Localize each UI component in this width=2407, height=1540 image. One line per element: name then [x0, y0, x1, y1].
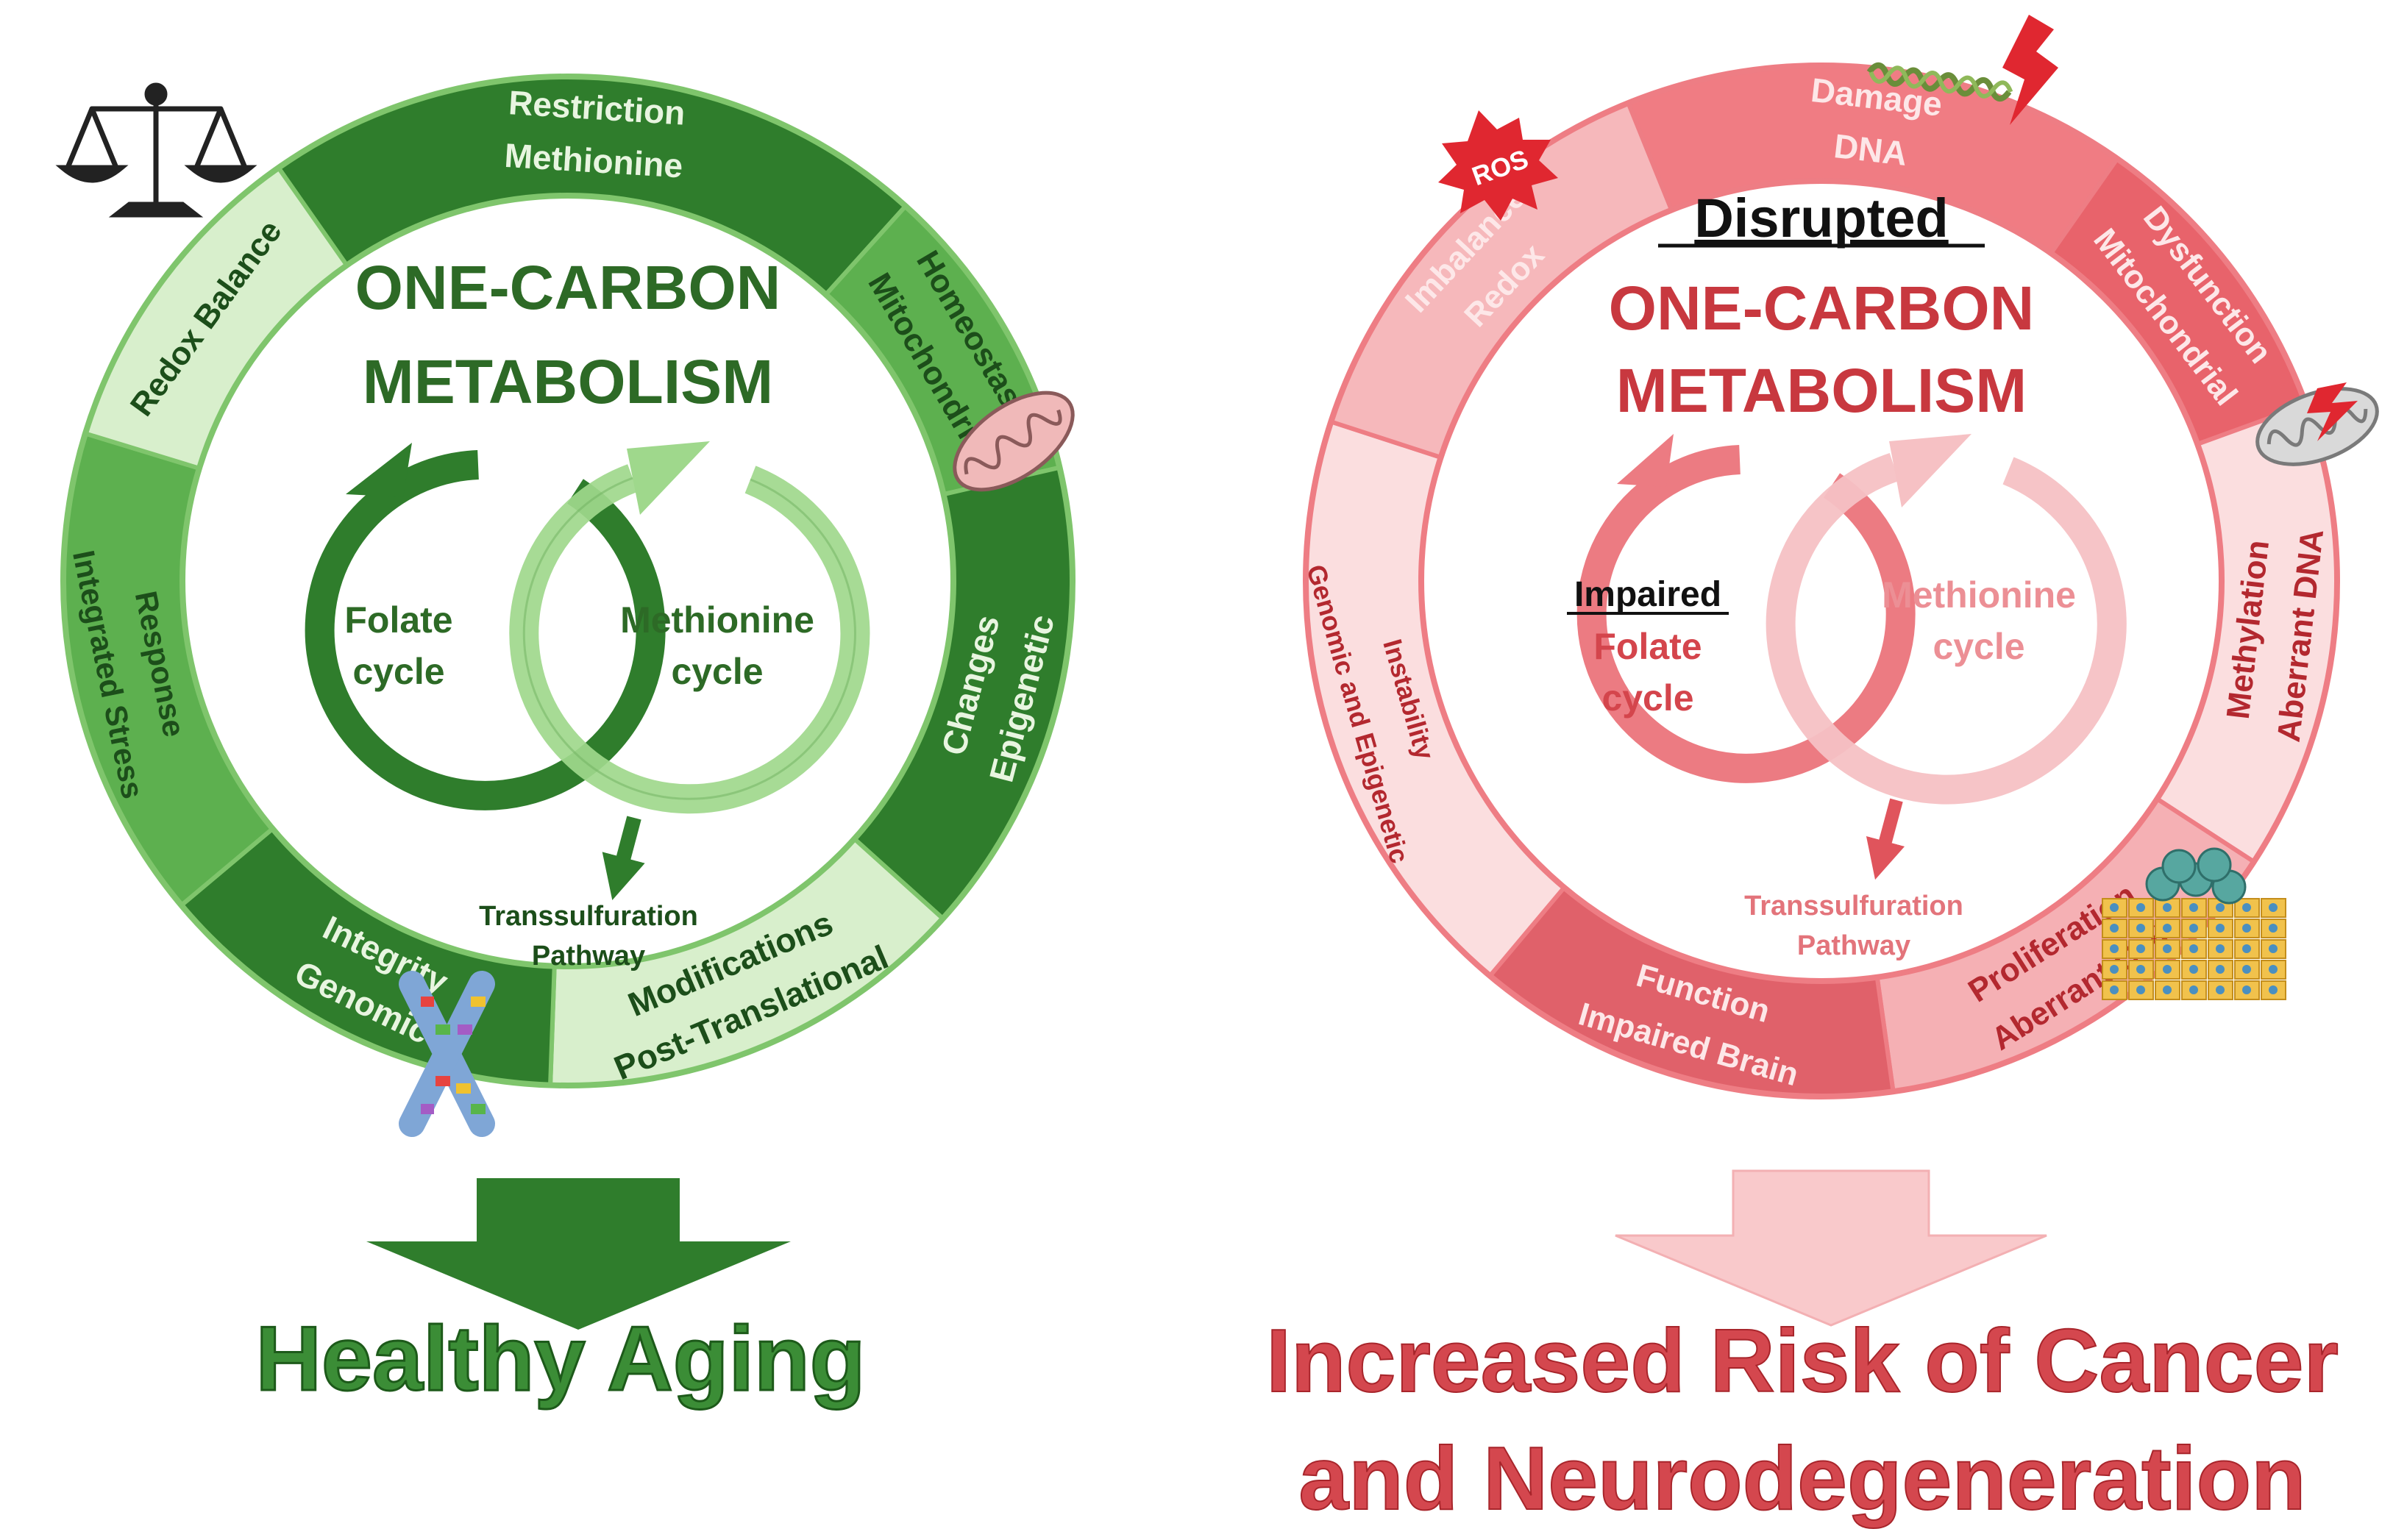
right-folate-prefix: Impaired [1574, 575, 1721, 614]
ring-segment-redox-imbalance [1329, 101, 1674, 460]
left-outcome-arrow [366, 1178, 791, 1330]
cell-tile [2208, 919, 2233, 938]
mitochondrion-icon [953, 391, 1075, 492]
cell-nucleus [2110, 903, 2119, 912]
cell-nucleus [2136, 924, 2145, 933]
cell-nucleus [2269, 944, 2278, 953]
cell-nucleus [2242, 924, 2251, 933]
cell-nucleus [2163, 924, 2172, 933]
cell-tile [2128, 960, 2154, 980]
right-outer-ring [1303, 63, 2340, 1099]
right-outcome-arrow [1615, 1169, 2047, 1327]
right-title-line2: METABOLISM [1616, 356, 2027, 425]
right-transsulfuration-arrow [1866, 798, 1905, 880]
right-folate-cycle-line2: cycle [1601, 677, 1693, 719]
cell-nucleus [2136, 965, 2145, 974]
cell-nucleus [2110, 944, 2119, 953]
cell-nucleus [2269, 985, 2278, 994]
left-outcome-label: Healthy Aging [255, 1308, 865, 1410]
cell-nucleus [2269, 965, 2278, 974]
right-methionine-cycle-line1: Methionine [1882, 574, 2076, 616]
right-heading: Disrupted [1694, 188, 1948, 249]
cell-tile [2155, 919, 2180, 938]
left-outer-ring [60, 74, 1075, 1088]
right-folate-cycle-line1: Folate [1593, 626, 1702, 667]
cell-nucleus [2242, 944, 2251, 953]
left-transsulfuration-arrow [602, 816, 645, 900]
cell-nucleus [2189, 965, 2198, 974]
ring-segment-methionine-restriction [275, 75, 909, 298]
cell-nucleus [2216, 924, 2225, 933]
cell-nucleus [2110, 924, 2119, 933]
cell-nucleus [2216, 965, 2225, 974]
ring-segment-redox-balance [83, 165, 350, 471]
left-methionine-cycle-ring [509, 441, 870, 814]
cell-nucleus [2216, 903, 2225, 912]
right-pathway-line2: Pathway [1797, 930, 1910, 961]
left-methionine-cycle-line2: cycle [671, 651, 763, 692]
left-panel-healthy: MethionineRestrictionMitochondrialHomeos… [55, 74, 1075, 1411]
cell-nucleus [2189, 924, 2198, 933]
right-methionine-cycle-line2: cycle [1933, 626, 2024, 667]
left-folate-cycle-line2: cycle [352, 651, 444, 692]
cell-tile [2181, 898, 2207, 918]
right-panel-disrupted: DNADamageMitochondrialDysfunctionAberran… [1265, 15, 2379, 1529]
cell-nucleus [2269, 924, 2278, 933]
cell-tile [2234, 980, 2260, 1000]
cell-tile [2155, 939, 2180, 959]
right-folate-cycle-ring [1576, 434, 1916, 783]
proliferating-cell [2161, 849, 2197, 884]
cell-tile [2234, 919, 2260, 938]
dna-lightning-icon [1866, 15, 2058, 125]
cell-nucleus [2189, 944, 2198, 953]
cell-nucleus [2110, 965, 2119, 974]
cell-nucleus [2136, 985, 2145, 994]
ros-burst-icon: ROS [1438, 110, 1558, 221]
cell-nucleus [2163, 903, 2172, 912]
left-folate-cycle-line1: Folate [344, 599, 452, 641]
left-pathway-line2: Pathway [532, 941, 645, 972]
cell-nucleus [2189, 903, 2198, 912]
cell-nucleus [2163, 985, 2172, 994]
cell-proliferation-icon [2102, 847, 2286, 1000]
right-outcome-line1: Increased Risk of Cancer [1266, 1311, 2339, 1411]
cell-nucleus [2163, 944, 2172, 953]
left-title-line1: ONE-CARBON [355, 253, 781, 322]
chromosome-icon [399, 971, 495, 1137]
right-pathway-line1: Transsulfuration [1744, 891, 1963, 921]
cell-nucleus [2242, 965, 2251, 974]
cell-nucleus [2136, 903, 2145, 912]
left-pathway-line1: Transsulfuration [479, 901, 698, 932]
cell-nucleus [2242, 903, 2251, 912]
right-outcome-line2: and Neurodegeneration [1298, 1428, 2305, 1528]
cell-nucleus [2242, 985, 2251, 994]
left-methionine-cycle-line1: Methionine [620, 599, 814, 641]
balance-scale-icon [55, 82, 257, 218]
cell-tile [2128, 980, 2154, 1000]
damaged-mitochondrion-icon [2255, 382, 2379, 466]
cell-nucleus [2163, 965, 2172, 974]
right-title-line1: ONE-CARBON [1609, 274, 2035, 343]
cell-nucleus [2216, 944, 2225, 953]
right-methionine-cycle-ring [1766, 434, 2127, 805]
cell-nucleus [2189, 985, 2198, 994]
cell-nucleus [2216, 985, 2225, 994]
left-folate-cycle-ring [305, 443, 666, 810]
cell-nucleus [2269, 903, 2278, 912]
left-title-line2: METABOLISM [363, 347, 773, 416]
ring-segment-mitochondrial-dysfunction [2048, 156, 2308, 447]
cell-nucleus [2136, 944, 2145, 953]
ring-label-dna-damage-line1: DNA [1832, 126, 1909, 173]
cell-nucleus [2110, 985, 2119, 994]
proliferating-cell [2197, 847, 2232, 883]
